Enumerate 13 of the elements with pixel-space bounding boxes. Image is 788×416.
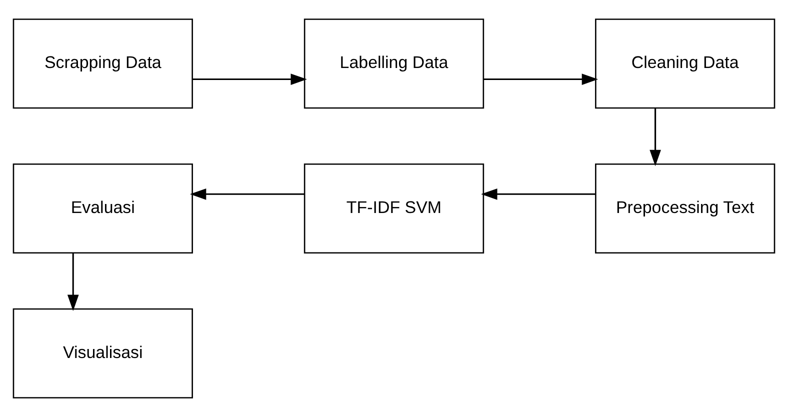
node-box: Prepocessing Text (595, 162, 776, 254)
node-box: Cleaning Data (595, 18, 776, 108)
arrow (192, 73, 307, 84)
arrow (650, 108, 661, 166)
node-box: Visualisasi (12, 308, 193, 398)
arrow (67, 252, 79, 310)
arrow (190, 188, 304, 200)
arrow (484, 73, 598, 84)
node-box: Labelling Data (304, 18, 484, 108)
arrow (481, 188, 596, 200)
node-box: Evaluasi (12, 162, 193, 254)
node-box: Scrapping Data (12, 18, 193, 108)
node-box: TF-IDF SVM (304, 162, 484, 254)
